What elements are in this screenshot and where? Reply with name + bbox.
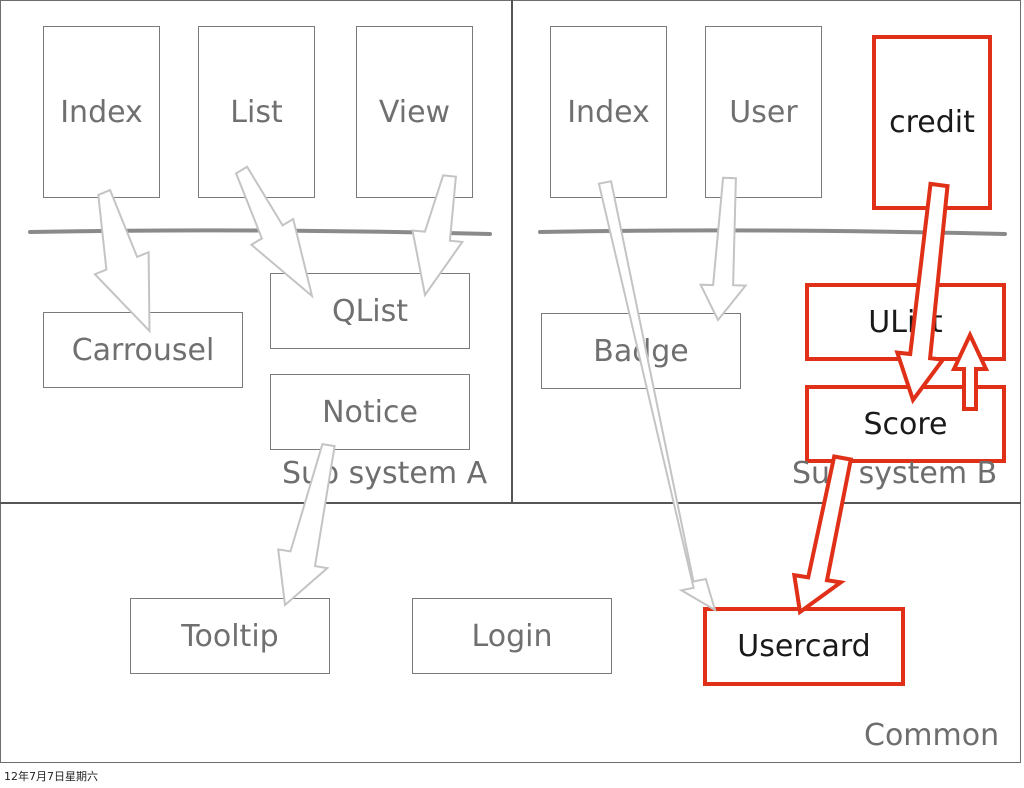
a-index-page: Index bbox=[43, 26, 160, 198]
b-user-page: User bbox=[705, 26, 822, 198]
arrow-credit-to-score bbox=[894, 181, 950, 405]
a-list-page: List bbox=[198, 26, 315, 198]
credit-page: credit bbox=[872, 35, 992, 210]
arrow-list-to-qlist bbox=[234, 165, 314, 299]
subsystem-divider bbox=[511, 0, 513, 503]
arrow-score-to-ulist bbox=[950, 330, 990, 411]
login-component: Login bbox=[412, 598, 612, 674]
arrow-index-to-carrousel bbox=[93, 188, 151, 334]
common-label: Common bbox=[864, 718, 1000, 753]
diagram-frame bbox=[0, 0, 1021, 763]
arrow-user-to-badge bbox=[698, 176, 748, 322]
arrow-view-to-qlist bbox=[411, 174, 465, 298]
notice-component: Notice bbox=[270, 374, 470, 450]
tooltip-component: Tooltip bbox=[130, 598, 330, 674]
arrow-notice-to-tooltip bbox=[277, 442, 336, 607]
a-view-page: View bbox=[356, 26, 473, 198]
usercard-component: Usercard bbox=[703, 607, 905, 686]
common-divider bbox=[0, 502, 1021, 504]
b-index-page: Index bbox=[550, 26, 667, 198]
arrow-score-to-usercard bbox=[791, 454, 854, 616]
carrousel-component: Carrousel bbox=[43, 312, 243, 388]
score-component: Score bbox=[805, 385, 1006, 463]
footer-timestamp: 12年7月7日星期六 bbox=[4, 770, 98, 783]
arrow-index-to-usercard bbox=[597, 180, 717, 613]
